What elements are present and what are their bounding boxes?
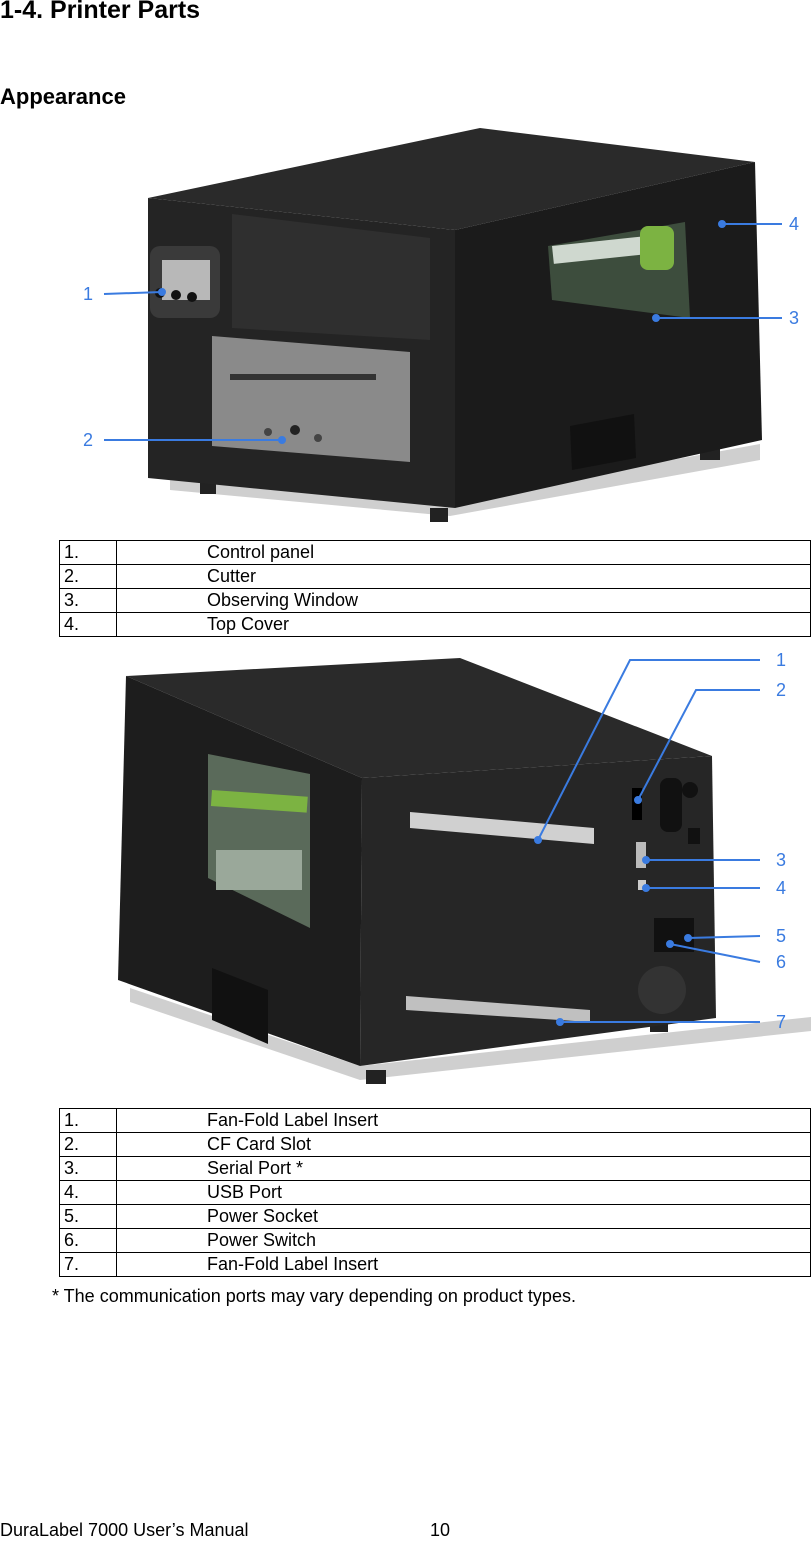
section-heading: Appearance	[0, 84, 126, 109]
footnote: * The communication ports may vary depen…	[52, 1286, 576, 1306]
table-row: 4.Top Cover	[59, 612, 811, 637]
callout-2: 2	[83, 430, 93, 450]
table-row: 6.Power Switch	[59, 1228, 811, 1253]
table-row: 3.Observing Window	[59, 588, 811, 613]
callout-3: 3	[776, 850, 786, 870]
table-row: 5.Power Socket	[59, 1204, 811, 1229]
callout-6: 6	[776, 952, 786, 972]
callout-5: 5	[776, 926, 786, 946]
table-row: 3.Serial Port *	[59, 1156, 811, 1181]
callout-3: 3	[789, 308, 799, 328]
footer-manual-title: DuraLabel 7000 User’s Manual	[0, 1520, 249, 1540]
callout-7: 7	[776, 1012, 786, 1032]
table-row: 2.CF Card Slot	[59, 1132, 811, 1157]
printer-front-illustration: 1 2 3 4	[83, 128, 799, 522]
printer-rear-illustration: 1 2 3 4 5 6 7	[118, 650, 811, 1084]
callout-2: 2	[776, 680, 786, 700]
callout-4: 4	[789, 214, 799, 234]
callout-4: 4	[776, 878, 786, 898]
callout-1: 1	[776, 650, 786, 670]
table-row: 1.Fan-Fold Label Insert	[59, 1108, 811, 1133]
rear-parts-table: 1.Fan-Fold Label Insert 2.CF Card Slot 3…	[59, 1108, 811, 1277]
page-title: 1-4. Printer Parts	[0, 0, 201, 24]
callout-1: 1	[83, 284, 93, 304]
table-row: 1.Control panel	[59, 540, 811, 565]
table-row: 2.Cutter	[59, 564, 811, 589]
table-row: 7.Fan-Fold Label Insert	[59, 1252, 811, 1277]
front-parts-table: 1.Control panel 2.Cutter 3.Observing Win…	[59, 540, 811, 637]
table-row: 4.USB Port	[59, 1180, 811, 1205]
page-number: 10	[430, 1520, 451, 1540]
